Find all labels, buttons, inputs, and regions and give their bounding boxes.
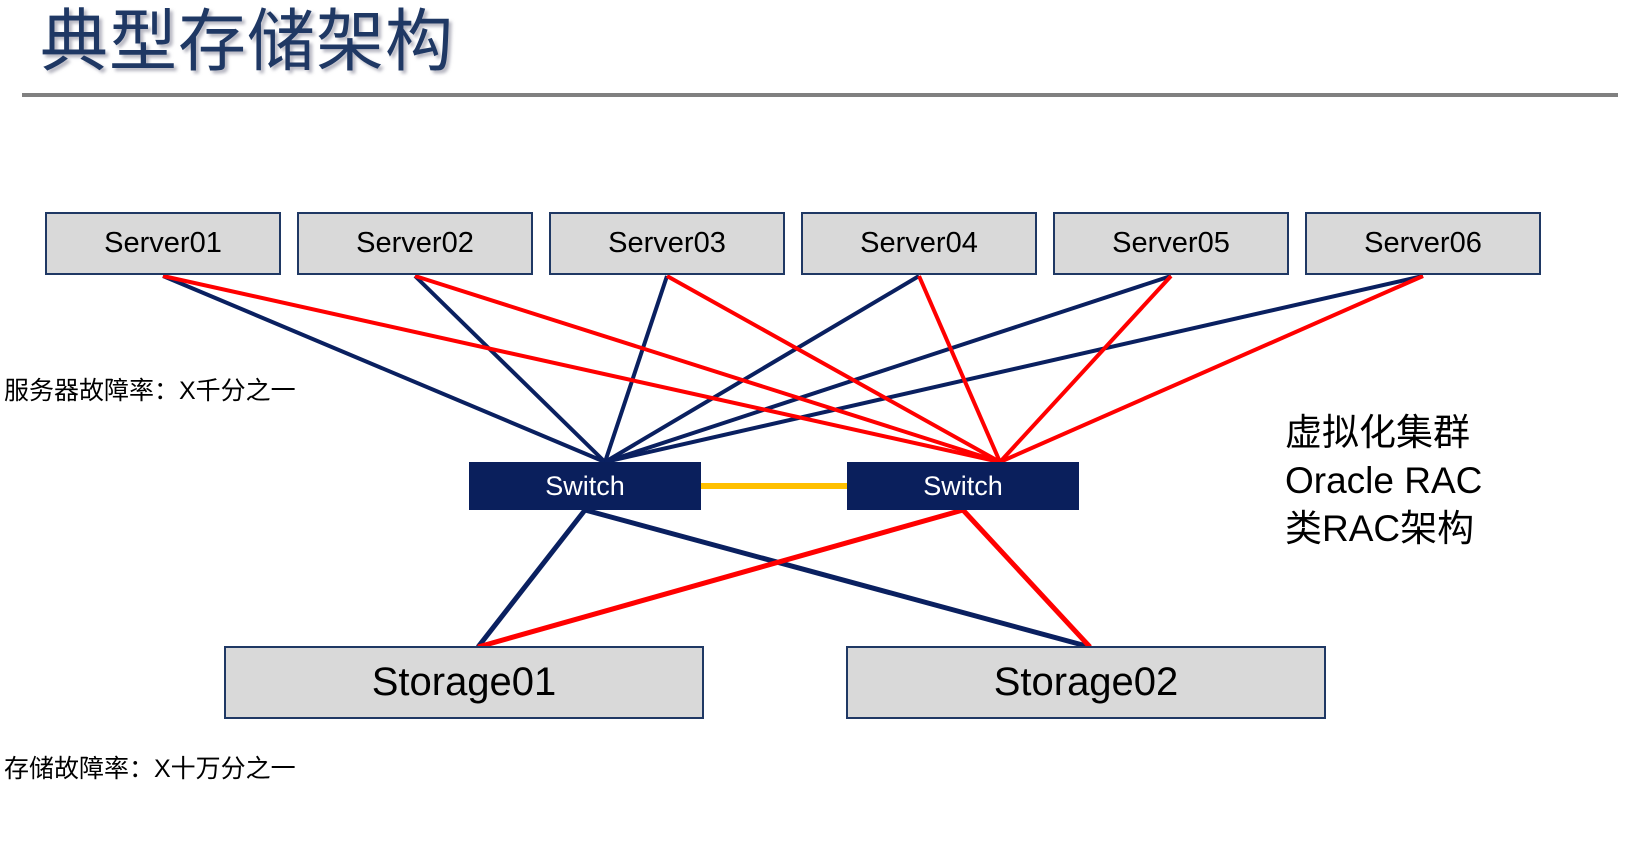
annotation-cluster-note: 虚拟化集群 Oracle RAC 类RAC架构 bbox=[1285, 409, 1482, 553]
link-server05-to-switch-01 bbox=[604, 274, 1172, 464]
node-switch-02[interactable]: Switch bbox=[847, 462, 1079, 510]
node-server-06[interactable]: Server06 bbox=[1305, 212, 1541, 275]
node-server-02[interactable]: Server02 bbox=[297, 212, 533, 275]
link-server03-to-switch-01 bbox=[603, 275, 669, 463]
link-switch1-to-storage02 bbox=[584, 507, 1091, 650]
cluster-note-line-1: 虚拟化集群 bbox=[1285, 412, 1470, 453]
node-server-01[interactable]: Server01 bbox=[45, 212, 281, 275]
link-server06-to-switch-01 bbox=[604, 274, 1424, 464]
node-label: Server03 bbox=[608, 227, 726, 259]
link-server05-to-switch-02 bbox=[998, 274, 1173, 464]
node-storage-01[interactable]: Storage01 bbox=[224, 646, 704, 719]
link-server03-to-switch-02 bbox=[666, 274, 1001, 464]
link-switch1-to-storage01 bbox=[476, 508, 587, 649]
title-divider bbox=[22, 93, 1618, 97]
node-server-04[interactable]: Server04 bbox=[801, 212, 1037, 275]
link-server04-to-switch-01 bbox=[603, 274, 921, 464]
node-label: Server06 bbox=[1364, 227, 1482, 259]
node-label: Server05 bbox=[1112, 227, 1230, 259]
link-server02-to-switch-02 bbox=[414, 274, 1001, 464]
node-server-05[interactable]: Server05 bbox=[1053, 212, 1289, 275]
node-label: Server02 bbox=[356, 227, 474, 259]
node-label: Storage01 bbox=[371, 660, 557, 704]
node-switch-01[interactable]: Switch bbox=[469, 462, 701, 510]
page-title: 典型存储架构 bbox=[40, 4, 455, 80]
link-server01-to-switch-02 bbox=[162, 274, 1001, 464]
link-switch2-to-storage01 bbox=[477, 507, 964, 650]
link-server04-to-switch-02 bbox=[917, 275, 1002, 463]
link-server06-to-switch-02 bbox=[999, 274, 1424, 464]
node-server-03[interactable]: Server03 bbox=[549, 212, 785, 275]
cluster-note-line-3: 类RAC架构 bbox=[1285, 508, 1475, 549]
cluster-note-line-2: Oracle RAC bbox=[1285, 460, 1483, 501]
link-server01-to-switch-01 bbox=[162, 274, 606, 464]
node-label: Switch bbox=[923, 470, 1003, 501]
link-switch2-to-storage02 bbox=[961, 508, 1092, 649]
node-label: Server01 bbox=[104, 227, 222, 259]
node-label: Storage02 bbox=[993, 660, 1179, 704]
node-label: Server04 bbox=[860, 227, 978, 259]
annotation-server-failure-rate: 服务器故障率：X千分之一 bbox=[4, 377, 296, 405]
node-label: Switch bbox=[545, 470, 625, 501]
link-server02-to-switch-01 bbox=[413, 274, 607, 464]
annotation-storage-failure-rate: 存储故障率：X十万分之一 bbox=[4, 755, 296, 783]
node-storage-02[interactable]: Storage02 bbox=[846, 646, 1326, 719]
